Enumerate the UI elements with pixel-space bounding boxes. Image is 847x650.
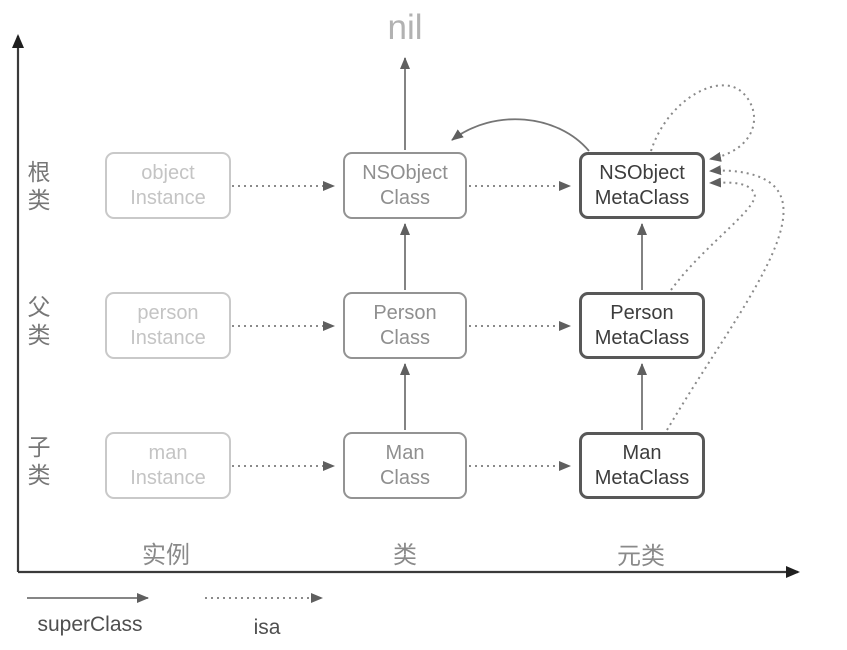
superclass-arrows	[400, 57, 647, 430]
isa-arrow-nsobjectmeta-self-loop	[650, 84, 756, 162]
col-label-instance: 实例	[142, 542, 190, 569]
box-person-class: Person Class	[343, 292, 467, 359]
box-object-instance: object Instance	[105, 152, 231, 219]
col-label-class: 类	[393, 542, 417, 569]
box-man-instance: man Instance	[105, 432, 231, 499]
superclass-arrow-nsobjectmeta-to-nsobjectclass	[451, 118, 590, 152]
axes	[12, 34, 800, 578]
box-person-metaclass: Person MetaClass	[579, 292, 705, 359]
isa-arrows	[232, 84, 785, 471]
box-man-metaclass: Man MetaClass	[579, 432, 705, 499]
row-label-root-class: 根 类	[27, 159, 51, 213]
box-person-instance: person Instance	[105, 292, 231, 359]
col-label-metaclass: 元类	[617, 543, 665, 570]
row-label-parent-class: 父 类	[27, 294, 51, 348]
legend-superclass-label: superClass	[37, 613, 143, 636]
legend-isa-label: isa	[253, 616, 281, 639]
row-label-sub-class: 子 类	[27, 434, 51, 488]
nil-label: nil	[387, 8, 423, 47]
box-nsobject-metaclass: NSObject MetaClass	[579, 152, 705, 219]
box-man-class: Man Class	[343, 432, 467, 499]
box-nsobject-class: NSObject Class	[343, 152, 467, 219]
isa-arrow-personmeta-to-nsobjectmeta	[670, 177, 756, 291]
